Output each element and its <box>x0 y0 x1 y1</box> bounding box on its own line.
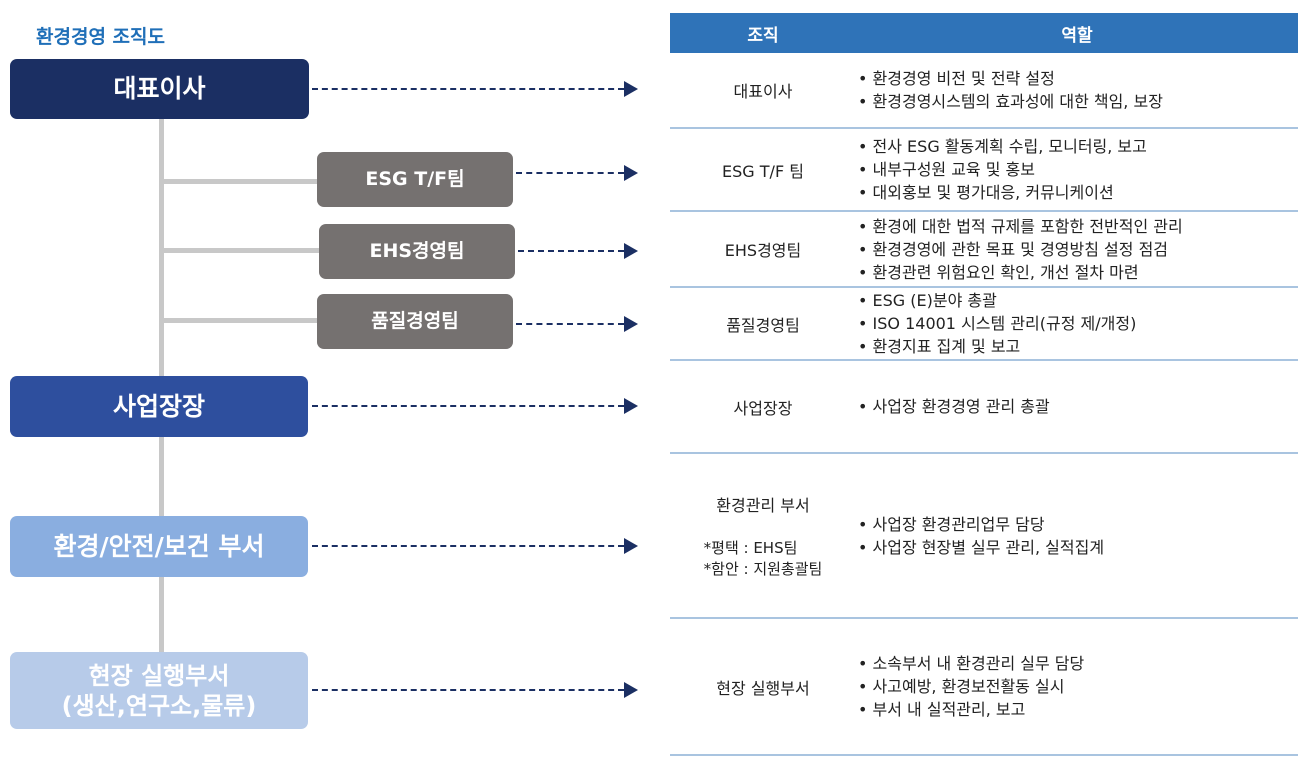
node-ceo: 대표이사 <box>10 59 309 119</box>
role-item: 부서 내 실적관리, 보고 <box>858 698 1298 721</box>
connector-quality-team <box>161 318 319 323</box>
role-item: 환경경영 비전 및 전략 설정 <box>858 67 1298 90</box>
node-field-dept-line1: 현장 실행부서 <box>88 661 230 690</box>
header-role: 역할 <box>1061 25 1093 46</box>
role-item: 환경에 대한 법적 규제를 포함한 전반적인 관리 <box>858 215 1298 238</box>
table-row: 환경관리 부서 *평택 : EHS팀 *함안 : 지원총괄팀 사업장 환경관리업… <box>670 454 1298 619</box>
table-row: 사업장장 사업장 환경경영 관리 총괄 <box>670 361 1298 454</box>
row-org: 환경관리 부서 *평택 : EHS팀 *함안 : 지원총괄팀 <box>670 454 856 617</box>
role-item: 환경관련 위험요인 확인, 개선 절차 마련 <box>858 261 1298 284</box>
role-item: 사업장 환경경영 관리 총괄 <box>858 395 1298 418</box>
connector-esg-team <box>161 179 319 184</box>
role-item: ESG (E)분야 총괄 <box>858 289 1298 312</box>
row-org: 사업장장 <box>733 398 793 418</box>
row-org: EHS경영팀 <box>724 241 802 260</box>
diagram-title: 환경경영 조직도 <box>36 26 165 48</box>
row-org-main: 환경관리 부서 <box>716 496 810 516</box>
table-row: 대표이사 환경경영 비전 및 전략 설정 환경경영시스템의 효과성에 대한 책임… <box>670 53 1298 129</box>
role-item: 환경지표 집계 및 보고 <box>858 335 1298 358</box>
node-field-dept: 현장 실행부서 (생산,연구소,물류) <box>10 652 308 729</box>
row-org: ESG T/F 팀 <box>722 161 804 181</box>
row-org: 품질경영팀 <box>726 315 800 335</box>
node-esg-team: ESG T/F팀 <box>317 152 513 207</box>
role-item: 사고예방, 환경보전활동 실시 <box>858 675 1298 698</box>
node-quality-team: 품질경영팀 <box>317 294 513 349</box>
arrow-env-dept <box>312 538 638 554</box>
table-row: 현장 실행부서 소속부서 내 환경관리 실무 담당 사고예방, 환경보전활동 실… <box>670 619 1298 756</box>
arrow-ceo <box>312 81 638 97</box>
role-item: 환경경영시스템의 효과성에 대한 책임, 보장 <box>858 90 1298 113</box>
table-row: 품질경영팀 ESG (E)분야 총괄 ISO 14001 시스템 관리(규정 제… <box>670 288 1298 361</box>
arrow-site-head <box>312 398 638 414</box>
connector-ehs-team <box>161 248 321 253</box>
row-org-note: *함안 : 지원총괄팀 <box>703 559 823 578</box>
arrow-ehs-team <box>518 243 638 259</box>
row-org-note: *평택 : EHS팀 <box>703 539 798 558</box>
table-row: EHS경영팀 환경에 대한 법적 규제를 포함한 전반적인 관리 환경경영에 관… <box>670 212 1298 288</box>
node-env-dept: 환경/안전/보건 부서 <box>10 516 308 577</box>
role-item: 사업장 현장별 실무 관리, 실적집계 <box>858 536 1298 559</box>
arrow-esg-team <box>516 165 638 181</box>
row-org: 현장 실행부서 <box>716 678 810 698</box>
header-org: 조직 <box>747 25 779 46</box>
table-row: ESG T/F 팀 전사 ESG 활동계획 수립, 모니터링, 보고 내부구성원… <box>670 129 1298 212</box>
node-ehs-team: EHS경영팀 <box>319 224 515 279</box>
node-field-dept-line2: (생산,연구소,물류) <box>61 691 257 720</box>
node-site-head: 사업장장 <box>10 376 308 437</box>
role-item: 환경경영에 관한 목표 및 경영방침 설정 점검 <box>858 238 1298 261</box>
row-org: 대표이사 <box>733 82 793 101</box>
arrow-quality-team <box>516 316 638 332</box>
roles-table-header: 조직 역할 <box>670 13 1298 53</box>
role-item: 소속부서 내 환경관리 실무 담당 <box>858 652 1298 675</box>
role-item: 전사 ESG 활동계획 수립, 모니터링, 보고 <box>858 135 1298 158</box>
role-item: 내부구성원 교육 및 홍보 <box>858 158 1298 181</box>
role-item: 사업장 환경관리업무 담당 <box>858 513 1298 536</box>
role-item: ISO 14001 시스템 관리(규정 제/개정) <box>858 312 1298 335</box>
role-item: 대외홍보 및 평가대응, 커뮤니케이션 <box>858 181 1298 204</box>
arrow-field-dept <box>312 682 638 698</box>
